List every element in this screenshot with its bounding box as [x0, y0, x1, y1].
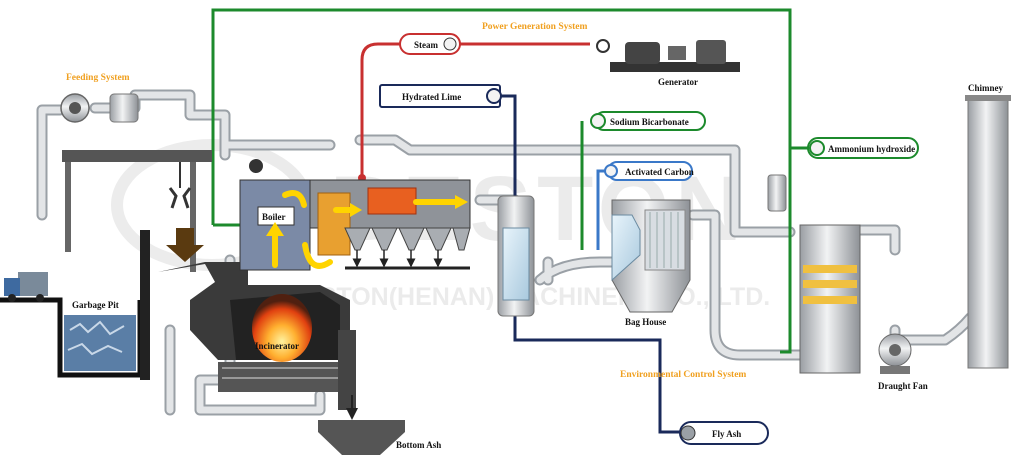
steam-callout-dot	[443, 37, 457, 51]
scr-catalyst-1	[803, 265, 857, 273]
reactor	[497, 195, 535, 317]
pipe-network	[36, 89, 976, 416]
ammonium-hydroxide-dot	[809, 140, 825, 156]
bag-house-inlet	[611, 214, 641, 282]
ammonia-injector	[767, 174, 787, 212]
bottom-ash-hopper	[318, 420, 405, 455]
economizer	[317, 192, 351, 256]
superheater	[367, 187, 417, 215]
garbage-pit-waste	[64, 315, 136, 371]
scr-catalyst-3	[803, 296, 857, 304]
incinerator-fire	[252, 294, 312, 362]
hydrated-lime-label: Hydrated Lime	[402, 92, 461, 102]
feed-fan-hub	[69, 102, 81, 114]
flue-gas-arrowheads	[266, 195, 468, 236]
garbage-pit-label: Garbage Pit	[72, 300, 119, 310]
chimney	[965, 95, 1011, 369]
bag-house-label: Bag House	[625, 317, 666, 327]
scr-tower	[767, 174, 861, 374]
lime-callout-dot	[486, 88, 502, 104]
incinerator-label: Incinerator	[255, 341, 299, 351]
activated-carbon-dot	[604, 164, 618, 178]
generator	[610, 40, 740, 72]
ammonium-hydroxide-callout: Ammonium hydroxide	[807, 137, 919, 159]
control-line	[211, 8, 810, 354]
feed-filter	[109, 93, 139, 123]
feeding-system-label: Feeding System	[66, 73, 130, 83]
steam-line	[360, 42, 590, 178]
bag-house	[611, 199, 691, 313]
pit-to-furnace-wall	[140, 230, 150, 380]
activated-carbon-callout: Activated Carbon	[604, 161, 694, 181]
lime-line	[500, 94, 680, 434]
bottom-ash-label: Bottom Ash	[396, 440, 441, 450]
fly-ash-callout: Fly Ash	[679, 421, 769, 445]
sodium-bicarbonate-dot	[590, 113, 606, 129]
crane-frame-top	[62, 150, 212, 162]
sodium-bicarbonate-callout: Sodium Bicarbonate	[590, 111, 706, 131]
fly-ash-label: Fly Ash	[712, 429, 741, 439]
crane-grab	[168, 187, 192, 209]
flue-gas-arrows	[272, 190, 458, 269]
boiler-drum	[249, 159, 263, 173]
feeding-system	[0, 93, 212, 380]
bag-house-filters	[644, 209, 686, 271]
crane-leg-right	[190, 162, 196, 272]
sodium-bicarbonate-label: Sodium Bicarbonate	[610, 117, 689, 127]
reactor-window	[502, 227, 530, 301]
lime-callout: Hydrated Lime	[379, 84, 502, 108]
fly-ash-dot	[680, 425, 696, 441]
feed-arrow	[166, 228, 204, 262]
power-generation-system-label: Power Generation System	[482, 22, 587, 32]
incinerator	[158, 262, 356, 410]
garbage-pit-waste-texture	[67, 320, 125, 356]
steam-callout: Steam	[399, 33, 461, 55]
draught-fan	[878, 333, 912, 374]
ammonium-hydroxide-label: Ammonium hydroxide	[828, 144, 915, 154]
activated-carbon-label: Activated Carbon	[625, 167, 694, 177]
steam-label: Steam	[414, 40, 438, 50]
generator-label: Generator	[658, 77, 698, 87]
environmental-control-system-label: Environmental Control System	[620, 370, 746, 380]
boiler-label: Boiler	[262, 212, 286, 222]
scr-catalyst-2	[803, 280, 857, 288]
garbage-truck	[4, 272, 48, 302]
crane-leg-left	[65, 162, 71, 252]
turbine-inlet	[596, 39, 610, 53]
chimney-label: Chimney	[968, 83, 1004, 93]
boiler-hoppers	[344, 227, 471, 251]
ash-chute	[338, 330, 356, 410]
draught-fan-label: Draught Fan	[878, 381, 928, 391]
